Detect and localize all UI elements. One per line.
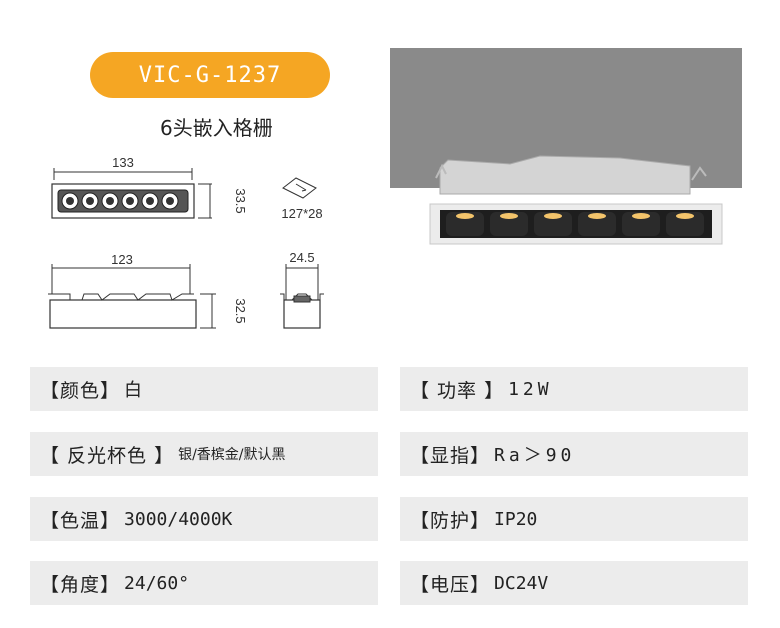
spec-label: 【 反光杯色 】 — [40, 444, 175, 467]
spec-value: 12W — [508, 378, 553, 400]
spec-beam-angle: 【角度】 24/60° — [30, 561, 378, 605]
spec-label: 【防护】 — [410, 509, 491, 532]
dimension-drawings: 133 33.5 127*28 123 32.5 24.5 — [48, 155, 324, 329]
spec-cri: 【显指】 Ra＞90 — [400, 432, 748, 476]
cutout-label: 127*28 — [281, 206, 322, 221]
spec-cct: 【色温】 3000/4000K — [30, 497, 378, 541]
product-subtitle: 6头嵌入格栅 — [160, 116, 273, 140]
spec-value: IP20 — [494, 508, 538, 530]
spec-reflector-color: 【 反光杯色 】 银/香槟金/默认黑 — [30, 432, 378, 476]
front-width-label: 133 — [112, 155, 134, 170]
spec-value: 白 — [124, 380, 143, 401]
spec-color: 【颜色】 白 — [30, 367, 378, 411]
front-view-drawing — [51, 168, 212, 219]
spec-value: 3000/4000K — [124, 508, 233, 530]
front-height-label: 33.5 — [233, 188, 248, 213]
spec-voltage: 【电压】 DC24V — [400, 561, 748, 605]
model-number: VIC-G-1237 — [138, 62, 282, 88]
end-view-drawing — [280, 264, 324, 329]
side-width-label: 123 — [111, 252, 133, 267]
cutout-icon — [282, 177, 317, 199]
spec-label: 【显指】 — [410, 444, 491, 467]
spec-value: Ra＞90 — [494, 445, 576, 466]
spec-label: 【颜色】 — [40, 379, 121, 402]
spec-value: 银/香槟金/默认黑 — [178, 447, 286, 463]
spec-label: 【电压】 — [410, 573, 491, 596]
end-width-label: 24.5 — [289, 250, 314, 265]
spec-label: 【角度】 — [40, 573, 121, 596]
spec-value: 24/60° — [124, 572, 190, 594]
model-badge: VIC-G-1237 — [90, 52, 330, 98]
product-image — [390, 48, 742, 338]
spec-label: 【色温】 — [40, 509, 121, 532]
spec-value: DC24V — [494, 572, 549, 594]
spec-power: 【 功率 】 12W — [400, 367, 748, 411]
side-height-label: 32.5 — [233, 298, 248, 323]
spec-label: 【 功率 】 — [410, 379, 505, 402]
side-view-drawing — [48, 264, 216, 329]
spec-ip-rating: 【防护】 IP20 — [400, 497, 748, 541]
